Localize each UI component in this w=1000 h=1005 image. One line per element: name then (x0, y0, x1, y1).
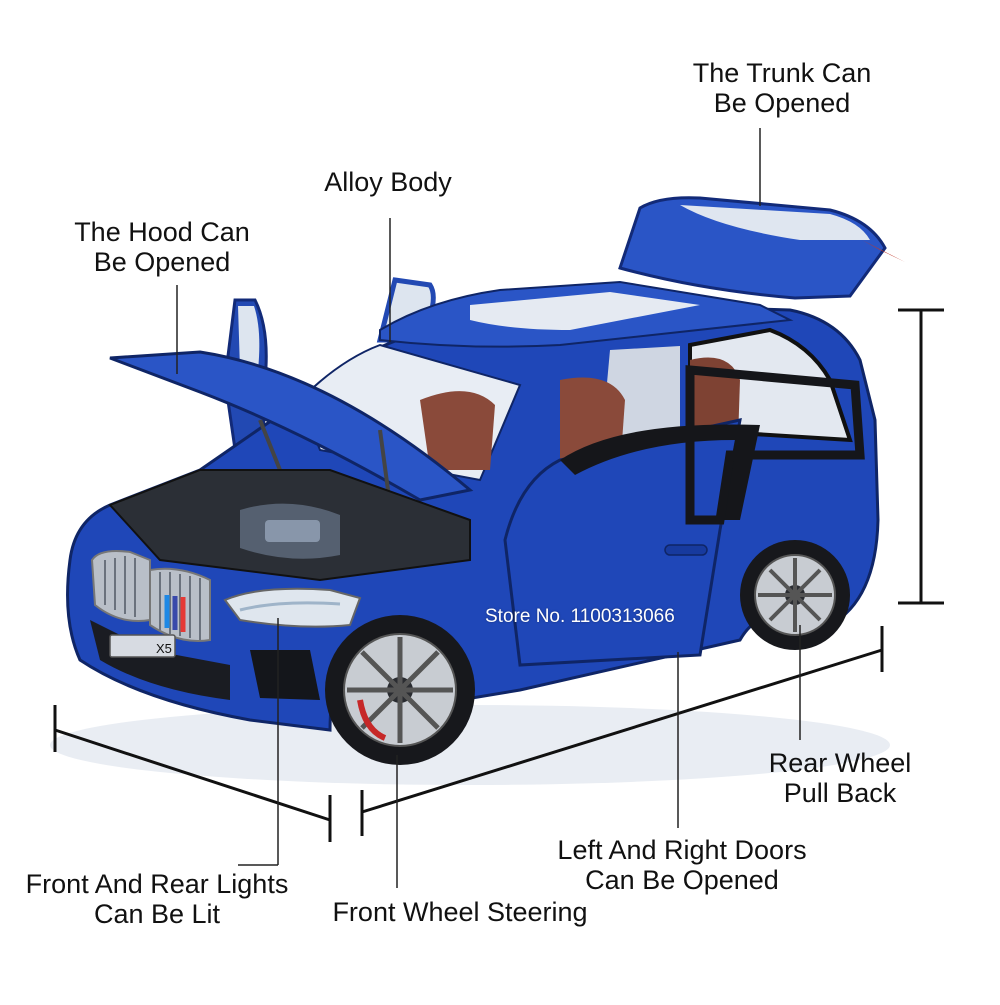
grille-slats (104, 556, 201, 640)
dimension-lines (53, 308, 944, 842)
rear-wheel-label-line-2: Pull Back (783, 778, 897, 808)
door-handle (664, 544, 708, 556)
doors-label: Left And Right Doors Can Be Opened (522, 835, 842, 895)
sunroof-glass (470, 292, 700, 330)
lights-label-line-1: Front And Rear Lights (25, 869, 289, 899)
front-left-door-window (238, 306, 260, 370)
lights-label-line-2: Can Be Lit (93, 899, 221, 929)
leader-lines (176, 128, 801, 888)
hood-open (109, 350, 474, 502)
front-wheel (325, 615, 475, 765)
trunk-label-line-1: The Trunk Can (692, 58, 872, 88)
m-stripe (164, 595, 186, 632)
rear-wheel (740, 540, 850, 650)
license-plate (109, 634, 176, 658)
trunk-label-line-2: Be Opened (713, 88, 851, 118)
rear-wheel-label-line-1: Rear Wheel (768, 748, 912, 778)
trunk-glass (680, 205, 870, 240)
rear-seat-2 (690, 357, 740, 440)
rear-wheel-label: Rear Wheel Pull Back (740, 748, 940, 808)
engine-cover-detail (265, 520, 320, 542)
front-seat (420, 391, 495, 470)
trunk-label: The Trunk Can Be Opened (662, 58, 902, 118)
headlight (223, 587, 362, 628)
front-wheel-label: Front Wheel Steering (310, 897, 610, 927)
doors-label-line-1: Left And Right Doors (557, 835, 807, 865)
alloy-label-text: Alloy Body (324, 167, 452, 197)
front-right-door-open (503, 418, 742, 667)
store-watermark: Store No. 1100313066 (485, 606, 675, 627)
hood-label-line-1: The Hood Can (74, 217, 250, 247)
alloy-label: Alloy Body (298, 167, 478, 197)
fog-light-area (250, 650, 320, 700)
trunk-spoiler-light (862, 240, 905, 262)
doors-label-line-2: Can Be Opened (585, 865, 779, 895)
badge-text: X5 (156, 641, 172, 656)
front-right-door-frame (560, 424, 760, 520)
lights-label: Front And Rear Lights Can Be Lit (2, 869, 312, 929)
front-wheel-label-text: Front Wheel Steering (332, 897, 588, 927)
brake-caliper (357, 699, 387, 741)
hood-label-line-2: Be Opened (93, 247, 231, 277)
hood-label: The Hood Can Be Opened (52, 217, 272, 277)
headlight-drl (239, 601, 341, 612)
ground-shadow (50, 705, 890, 785)
rear-right-door-open (685, 365, 865, 525)
